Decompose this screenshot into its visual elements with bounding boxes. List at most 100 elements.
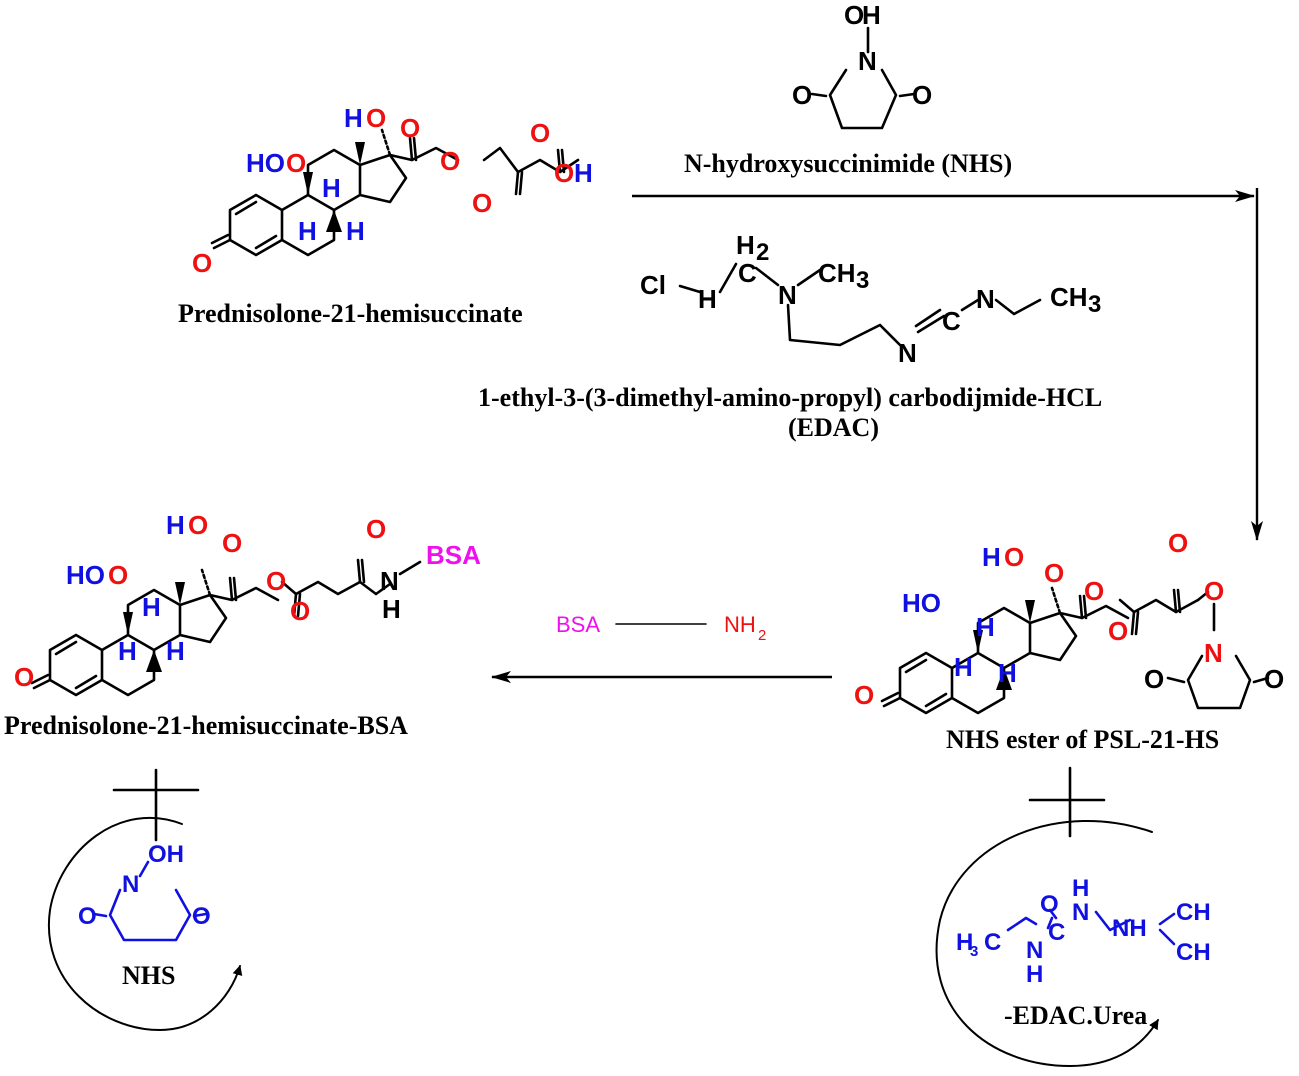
svg-text:CH: CH bbox=[1176, 939, 1211, 966]
svg-text:O: O bbox=[554, 158, 574, 188]
svg-text:HO: HO bbox=[246, 148, 285, 178]
svg-text:2: 2 bbox=[758, 627, 766, 644]
svg-text:H: H bbox=[346, 216, 365, 246]
svg-text:BSA: BSA bbox=[426, 540, 481, 570]
svg-text:O: O bbox=[192, 248, 212, 278]
svg-text:O: O bbox=[290, 596, 310, 626]
svg-text:O: O bbox=[1040, 891, 1059, 918]
svg-text:3: 3 bbox=[970, 943, 978, 960]
svg-text:BSA: BSA bbox=[556, 612, 600, 637]
svg-text:O: O bbox=[1168, 528, 1188, 558]
svg-text:H: H bbox=[862, 0, 881, 30]
svg-text:H: H bbox=[118, 636, 137, 666]
svg-text:N: N bbox=[1204, 638, 1223, 668]
svg-text:O: O bbox=[188, 510, 208, 540]
edac-reagent-label-line1: 1-ethyl-3-(3-dimethyl-amino-propyl) carb… bbox=[478, 383, 1102, 412]
svg-text:H: H bbox=[344, 103, 363, 133]
svg-text:H: H bbox=[1026, 961, 1043, 988]
nhs-reagent-label: N-hydroxysuccinimide (NHS) bbox=[684, 149, 1012, 178]
svg-text:N: N bbox=[122, 871, 139, 898]
psl-bsa-conjugate-structure: O HO H O O H H H O O O O N H BSA Prednis… bbox=[4, 510, 481, 740]
svg-text:O: O bbox=[792, 80, 812, 110]
svg-text:H: H bbox=[956, 929, 973, 956]
svg-text:2: 2 bbox=[756, 239, 769, 266]
svg-text:C: C bbox=[942, 306, 961, 336]
svg-text:HO: HO bbox=[66, 560, 105, 590]
svg-text:O: O bbox=[108, 560, 128, 590]
svg-text:O: O bbox=[192, 903, 211, 930]
svg-text:H: H bbox=[574, 158, 593, 188]
svg-text:O: O bbox=[78, 903, 97, 930]
svg-text:O: O bbox=[440, 146, 460, 176]
svg-text:N: N bbox=[1072, 899, 1089, 926]
svg-text:H: H bbox=[322, 173, 341, 203]
svg-text:NH: NH bbox=[724, 612, 756, 637]
nhs-ester-structure: O HO H O H H H O O O O O N O O NHS ester… bbox=[854, 528, 1284, 754]
svg-text:N: N bbox=[898, 338, 917, 368]
svg-text:O: O bbox=[400, 113, 420, 143]
psl-bsa-conjugate-label: Prednisolone-21-hemisuccinate-BSA bbox=[4, 711, 408, 740]
svg-text:H: H bbox=[736, 230, 755, 260]
svg-text:O: O bbox=[1108, 616, 1128, 646]
svg-text:CH: CH bbox=[1176, 899, 1211, 926]
svg-text:CH: CH bbox=[1050, 282, 1088, 312]
svg-text:H: H bbox=[382, 594, 401, 624]
svg-text:H: H bbox=[166, 636, 185, 666]
svg-text:N: N bbox=[858, 46, 877, 76]
svg-text:O: O bbox=[366, 514, 386, 544]
svg-text:O: O bbox=[854, 680, 874, 710]
svg-text:HO: HO bbox=[902, 588, 941, 618]
svg-text:O: O bbox=[1144, 664, 1164, 694]
svg-text:C: C bbox=[1048, 919, 1065, 946]
svg-text:O: O bbox=[472, 188, 492, 218]
svg-text:O: O bbox=[1044, 558, 1064, 588]
svg-text:H: H bbox=[976, 612, 995, 642]
svg-text:H: H bbox=[1072, 875, 1089, 902]
svg-text:NH: NH bbox=[1112, 915, 1147, 942]
svg-text:OH: OH bbox=[148, 841, 184, 868]
svg-text:O: O bbox=[14, 662, 34, 692]
svg-text:C: C bbox=[984, 929, 1001, 956]
svg-text:H: H bbox=[954, 652, 973, 682]
svg-text:H: H bbox=[298, 216, 317, 246]
edac-reagent-label-line2: (EDAC) bbox=[788, 413, 879, 442]
svg-text:C: C bbox=[738, 258, 757, 288]
svg-text:3: 3 bbox=[1088, 291, 1101, 318]
byproduct-urea-label: -EDAC.Urea bbox=[1004, 1001, 1147, 1030]
svg-text:H: H bbox=[698, 284, 717, 314]
svg-text:CH: CH bbox=[818, 258, 856, 288]
svg-text:O: O bbox=[286, 148, 306, 178]
bsa-amine-reagent: BSA NH 2 bbox=[556, 612, 766, 644]
svg-text:H: H bbox=[166, 510, 185, 540]
svg-text:O: O bbox=[844, 0, 864, 30]
nhs-reagent-structure: O H N O O N-hydroxysuccinimide (NHS) bbox=[684, 0, 1012, 178]
svg-text:O: O bbox=[912, 80, 932, 110]
svg-text:O: O bbox=[1204, 576, 1224, 606]
svg-text:O: O bbox=[1264, 664, 1284, 694]
svg-text:N: N bbox=[1026, 937, 1043, 964]
prednisolone-hemisuccinate-label: Prednisolone-21-hemisuccinate bbox=[178, 299, 523, 328]
svg-text:H: H bbox=[142, 592, 161, 622]
svg-text:O: O bbox=[1084, 576, 1104, 606]
svg-text:O: O bbox=[1004, 542, 1024, 572]
prednisolone-hemisuccinate-structure: O HO H O O H H H O O O O O H Prednisolon… bbox=[178, 103, 593, 328]
svg-text:H: H bbox=[998, 658, 1017, 688]
byproduct-edac-urea: H 3 C O C N H H N NH CH CH -EDAC.Urea bbox=[935, 766, 1211, 1067]
byproduct-nhs-label: NHS bbox=[122, 961, 175, 990]
svg-text:N: N bbox=[778, 280, 797, 310]
svg-text:O: O bbox=[222, 528, 242, 558]
svg-text:O: O bbox=[530, 118, 550, 148]
nhs-ester-label: NHS ester of PSL-21-HS bbox=[946, 725, 1219, 754]
svg-text:O: O bbox=[366, 103, 386, 133]
svg-text:H: H bbox=[982, 542, 1001, 572]
svg-text:N: N bbox=[976, 284, 995, 314]
reaction-arrows bbox=[491, 188, 1263, 683]
byproduct-nhs: OH N O O NHS bbox=[47, 768, 243, 1031]
svg-text:O: O bbox=[266, 566, 286, 596]
edac-reagent-structure: Cl H H 2 C N CH 3 N C N CH 3 1-ethyl-3-(… bbox=[478, 230, 1102, 442]
svg-text:3: 3 bbox=[856, 267, 869, 294]
svg-text:N: N bbox=[380, 566, 399, 596]
svg-text:Cl: Cl bbox=[640, 270, 666, 300]
